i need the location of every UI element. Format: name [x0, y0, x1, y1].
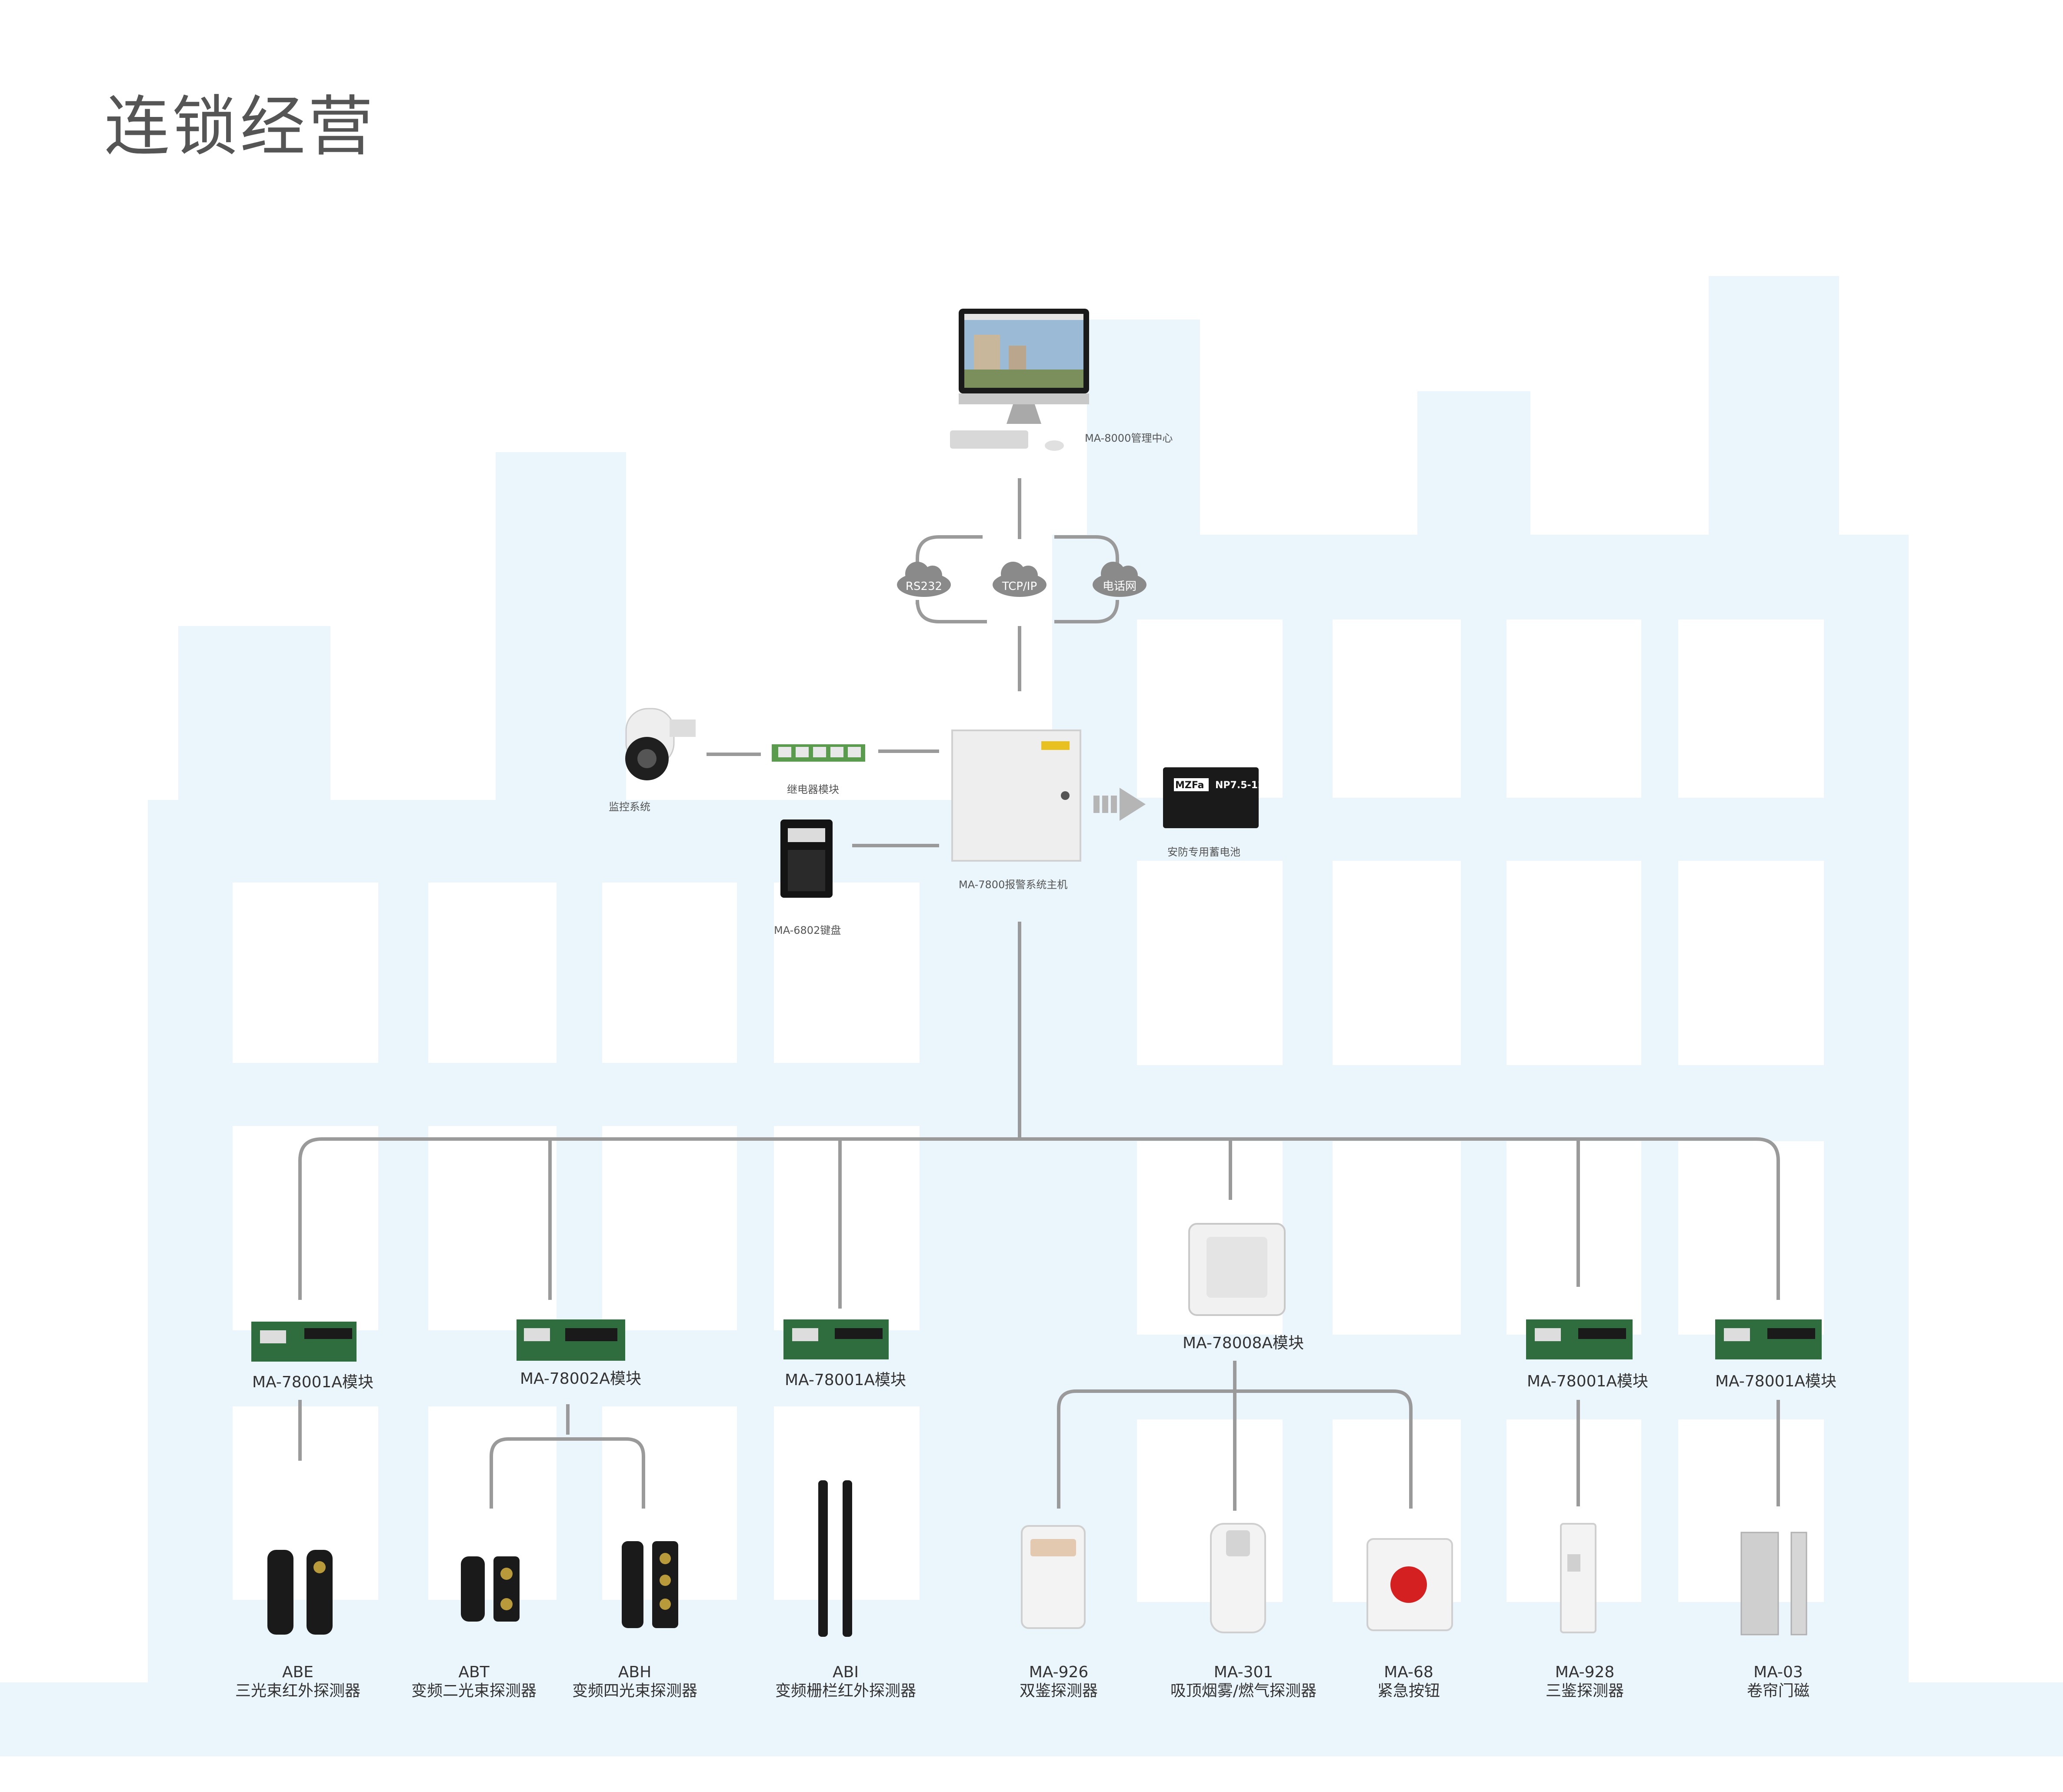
device-model: ABH — [618, 1663, 652, 1681]
device-model: ABT — [458, 1663, 490, 1681]
camera-icon — [625, 708, 696, 780]
module-box-icon — [1188, 1223, 1286, 1316]
detector-abt-icon — [461, 1556, 520, 1622]
link-label: TCP/IP — [1002, 580, 1037, 593]
computer-icon — [950, 309, 1089, 451]
device-name: 吸顶烟雾/燃气探测器 — [1170, 1682, 1317, 1700]
building-windows — [233, 620, 1824, 1602]
device-name: 变频四光束探测器 — [572, 1682, 697, 1700]
module-label: MA-78008A模块 — [1183, 1334, 1304, 1352]
module-label: MA-78001A模块 — [1715, 1372, 1837, 1390]
relay-module-icon — [772, 744, 865, 762]
device-label: ABT 变频二光束探测器 — [411, 1663, 537, 1700]
device-model: MA-928 — [1555, 1663, 1615, 1681]
detector-ma928-icon — [1560, 1523, 1596, 1633]
detector-ma926-icon — [1021, 1525, 1086, 1629]
detector-ma301-icon — [1210, 1523, 1266, 1633]
device-name: 双鉴探测器 — [1019, 1682, 1098, 1700]
device-label: MA-03 卷帘门磁 — [1735, 1663, 1822, 1700]
cloud-icon — [897, 562, 1146, 597]
link-label: 电话网 — [1103, 580, 1136, 593]
battery-label: 安防专用蓄电池 — [1167, 846, 1240, 858]
device-name: 变频二光束探测器 — [411, 1682, 537, 1700]
device-label: MA-928 三鉴探测器 — [1541, 1663, 1628, 1700]
keypad-label: MA-6802键盘 — [774, 924, 841, 936]
detector-abi-icon — [818, 1480, 852, 1637]
device-label: ABI 变频栅栏红外探测器 — [772, 1663, 920, 1700]
device-model: MA-301 — [1213, 1663, 1273, 1681]
module-label: MA-78001A模块 — [1527, 1372, 1649, 1390]
relay-label: 继电器模块 — [787, 783, 839, 796]
door-contact-icon — [1740, 1532, 1807, 1635]
device-name: 变频栅栏红外探测器 — [775, 1682, 916, 1700]
panic-button-icon — [1366, 1538, 1453, 1631]
battery-model: NP7.5-12 — [1215, 780, 1264, 791]
device-label: MA-926 双鉴探测器 — [1013, 1663, 1104, 1700]
device-model: MA-03 — [1753, 1663, 1803, 1681]
device-model: MA-68 — [1384, 1663, 1433, 1681]
module-label: MA-78001A模块 — [252, 1373, 374, 1391]
device-model: MA-926 — [1029, 1663, 1089, 1681]
device-model: ABE — [282, 1663, 314, 1681]
cctv-label: 监控系统 — [609, 801, 650, 813]
host-label: MA-7800报警系统主机 — [959, 879, 1068, 891]
battery-icon — [1163, 767, 1259, 828]
page-title: 连锁经营 — [104, 89, 376, 165]
module-board-icon — [251, 1319, 1822, 1362]
device-name: 紧急按钮 — [1377, 1682, 1440, 1700]
arrow-right-icon — [1093, 788, 1146, 821]
device-label: MA-68 紧急按钮 — [1370, 1663, 1448, 1700]
detector-abh-icon — [622, 1541, 678, 1628]
device-label: ABH 变频四光束探测器 — [570, 1663, 700, 1700]
device-model: ABI — [833, 1663, 859, 1681]
module-label: MA-78002A模块 — [520, 1370, 642, 1388]
keypad-icon — [780, 819, 833, 898]
battery-brand: MZFa — [1175, 780, 1204, 791]
device-name: 三光束红外探测器 — [235, 1682, 360, 1700]
alarm-host-icon — [951, 729, 1081, 862]
device-label: MA-301 吸顶烟雾/燃气探测器 — [1170, 1663, 1317, 1700]
module-label: MA-78001A模块 — [785, 1371, 907, 1389]
device-label: ABE 三光束红外探测器 — [235, 1663, 361, 1700]
management-center-label: MA-8000管理中心 — [1085, 432, 1173, 444]
detector-abe-icon — [267, 1550, 333, 1635]
connection-lines — [298, 478, 1780, 1511]
device-name: 三鉴探测器 — [1545, 1682, 1624, 1700]
device-name: 卷帘门磁 — [1746, 1682, 1810, 1700]
link-label: RS232 — [906, 580, 942, 593]
